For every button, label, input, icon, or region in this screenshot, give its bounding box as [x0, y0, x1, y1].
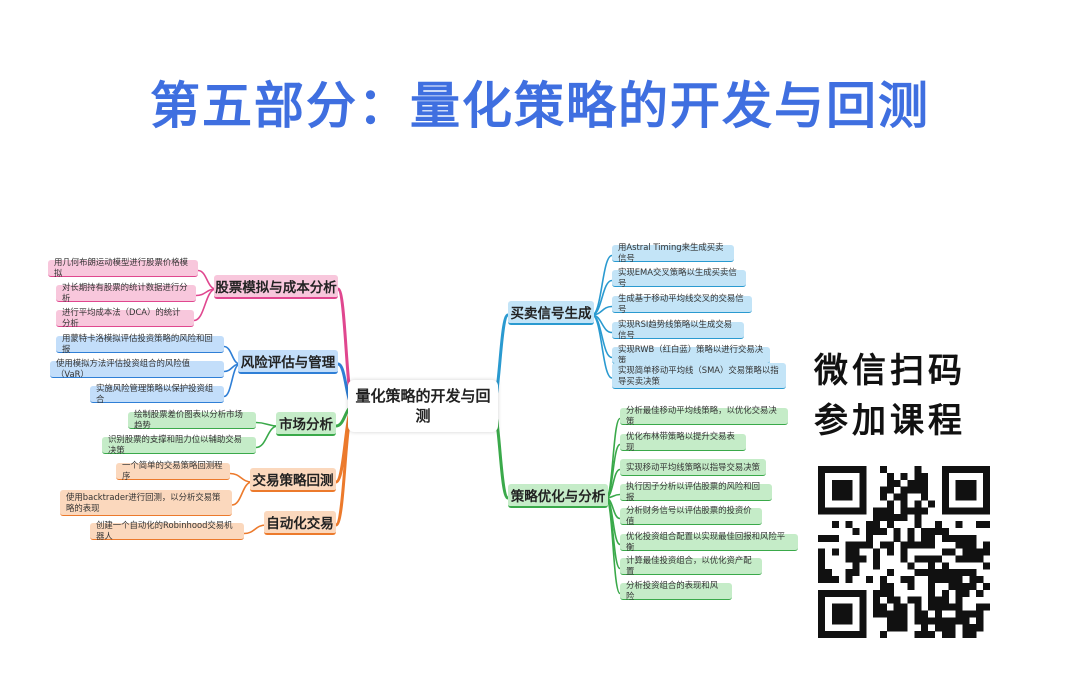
branch-leaf-connector: [193, 288, 217, 322]
leaf-node[interactable]: 实现简单移动平均线（SMA）交易策略以指导买卖决策: [612, 363, 786, 389]
leaf-node[interactable]: 进行平均成本法（DCA）的统计分析: [56, 307, 194, 328]
branch-leaf-connector: [231, 481, 253, 506]
leaf-node[interactable]: 实现EMA交叉策略以生成买卖信号: [612, 267, 746, 288]
leaf-node[interactable]: 实现RSI趋势线策略以生成交易信号: [612, 319, 744, 340]
branch-node-backtest[interactable]: 交易策略回测: [250, 468, 336, 492]
qr-caption-line-1: 微信扫码: [814, 351, 966, 391]
branch-node-auto[interactable]: 自动化交易: [264, 511, 336, 535]
qr-caption: 微信扫码 参加课程: [814, 346, 994, 446]
branch-leaf-connector: [255, 425, 279, 449]
branch-node-optimize[interactable]: 策略优化与分析: [508, 484, 608, 508]
leaf-node[interactable]: 用蒙特卡洛模拟评估投资策略的风险和回报: [56, 333, 224, 354]
leaf-node[interactable]: 用Astral Timing来生成买卖信号: [612, 242, 734, 263]
leaf-node[interactable]: 优化布林带策略以提升交易表现: [620, 431, 746, 452]
leaf-node[interactable]: 创建一个自动化的Robinhood交易机器人: [90, 520, 244, 541]
leaf-node[interactable]: 实施风险管理策略以保护投资组合: [90, 383, 224, 404]
qr-code-icon[interactable]: [818, 466, 990, 638]
leaf-node[interactable]: 使用backtrader进行回测，以分析交易策略的表现: [60, 490, 232, 516]
leaf-node[interactable]: 对长期持有股票的统计数据进行分析: [56, 282, 196, 303]
branch-leaf-connector: [605, 497, 621, 595]
branch-leaf-connector: [229, 472, 253, 483]
branch-leaf-connector: [243, 524, 267, 535]
mindmap-root-node[interactable]: 量化策略的开发与回测: [348, 380, 498, 432]
branch-node-market[interactable]: 市场分析: [276, 412, 336, 436]
leaf-node[interactable]: 执行因子分析以评估股票的风险和回报: [620, 481, 772, 502]
leaf-node[interactable]: 生成基于移动平均线交叉的交易信号: [612, 293, 752, 314]
leaf-node[interactable]: 计算最佳投资组合，以优化资产配置: [620, 555, 762, 576]
branch-node-signal[interactable]: 买卖信号生成: [508, 301, 594, 325]
leaf-node[interactable]: 分析投资组合的表现和风险: [620, 580, 732, 601]
leaf-node[interactable]: 分析财务信号以评估股票的投资价值: [620, 505, 762, 526]
leaf-node[interactable]: 使用模拟方法评估投资组合的风险值（VaR）: [50, 358, 224, 379]
leaf-node[interactable]: 分析最佳移动平均线策略，以优化交易决策: [620, 405, 788, 426]
leaf-node[interactable]: 一个简单的交易策略回测程序: [116, 460, 230, 481]
qr-caption-line-2: 参加课程: [814, 401, 966, 441]
branch-node-stock[interactable]: 股票模拟与成本分析: [214, 275, 338, 299]
leaf-node[interactable]: 识别股票的支撑和阻力位以辅助交易决策: [102, 434, 256, 455]
branch-node-risk[interactable]: 风险评估与管理: [238, 350, 338, 374]
leaf-node[interactable]: 用几何布朗运动模型进行股票价格模拟: [48, 257, 198, 278]
leaf-node[interactable]: 实现RWB（红白蓝）策略以进行交易决策: [612, 344, 770, 365]
leaf-node[interactable]: 绘制股票差价图表以分析市场趋势: [128, 409, 256, 430]
leaf-node[interactable]: 实现移动平均线策略以指导交易决策: [620, 459, 766, 476]
branch-leaf-connector: [255, 421, 279, 427]
branch-leaf-connector: [591, 314, 613, 379]
page-title: 第五部分：量化策略的开发与回测: [150, 77, 930, 135]
leaf-node[interactable]: 优化投资组合配置以实现最佳回报和风险平衡: [620, 531, 798, 552]
